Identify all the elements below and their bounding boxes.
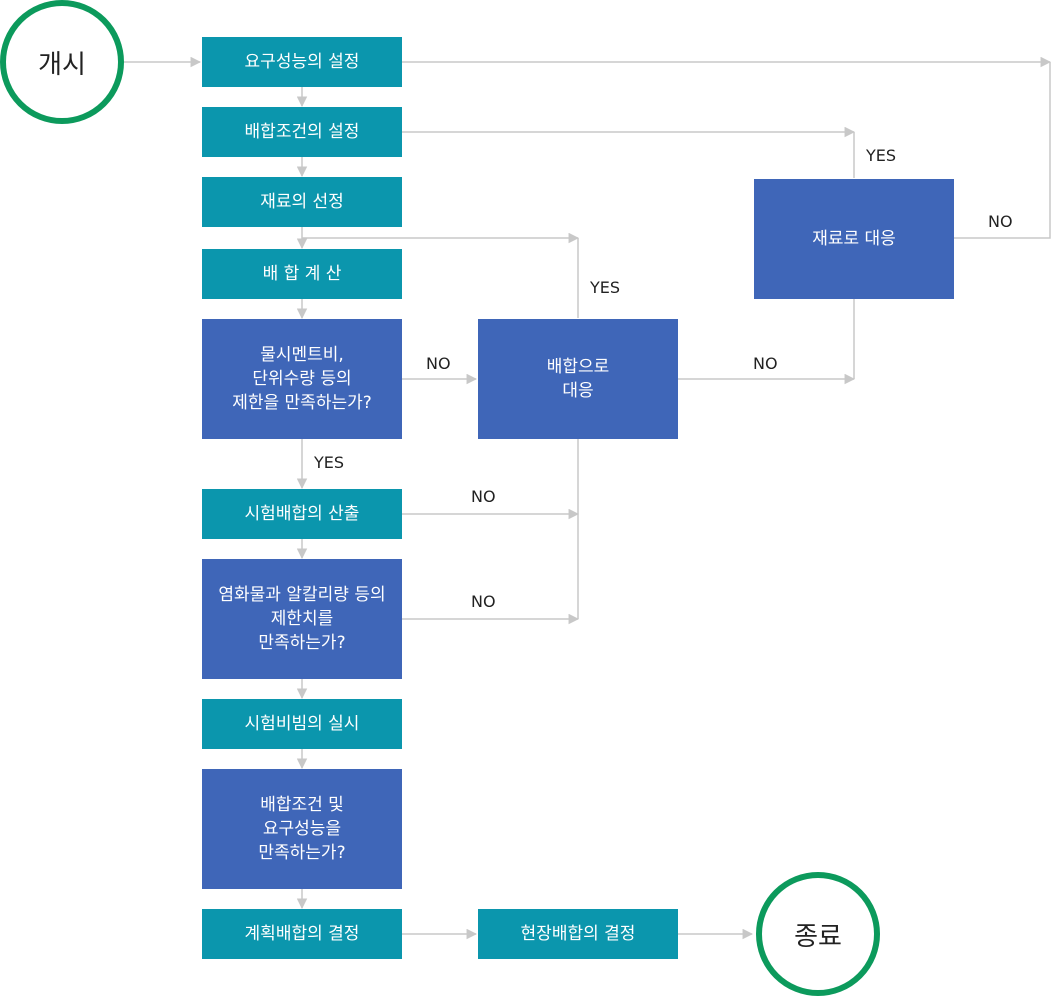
node-mix-calculation: 배 합 계 산 [202, 249, 402, 299]
decision-mix-requirements: 배합조건 및 요구성능을 만족하는가? [202, 769, 402, 889]
node-material-selection: 재료의 선정 [202, 177, 402, 227]
node-trial-mixing: 시험비빔의 실시 [202, 699, 402, 749]
label-no-wc: NO [426, 354, 451, 373]
node-material-response: 재료로 대응 [754, 179, 954, 299]
node-mix-response: 배합으로 대응 [478, 319, 678, 439]
decision-chloride-alkali: 염화물과 알칼리량 등의 제한치를 만족하는가? [202, 559, 402, 679]
label-no-mix: NO [753, 354, 778, 373]
node-mix-condition-setting: 배합조건의 설정 [202, 107, 402, 157]
label-yes-material: YES [866, 146, 897, 165]
edge-m2-no [954, 62, 1051, 239]
node-requirement-setting: 요구성능의 설정 [202, 37, 402, 87]
label-no-trial: NO [471, 487, 496, 506]
node-planned-mix: 계획배합의 결정 [202, 909, 402, 959]
decision-wc-ratio: 물시멘트비, 단위수량 등의 제한을 만족하는가? [202, 319, 402, 439]
label-yes-mix: YES [590, 278, 621, 297]
label-no-material: NO [988, 212, 1013, 231]
label-no-chloride: NO [471, 592, 496, 611]
start-node: 개시 [0, 0, 124, 124]
label-yes-main: YES [314, 453, 345, 472]
node-trial-mix-calc: 시험배합의 산출 [202, 489, 402, 539]
end-node: 종료 [756, 872, 880, 996]
node-field-mix: 현장배합의 결정 [478, 909, 678, 959]
